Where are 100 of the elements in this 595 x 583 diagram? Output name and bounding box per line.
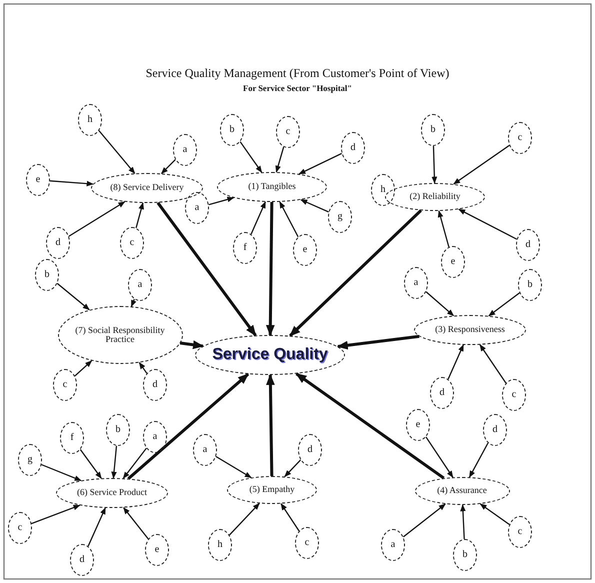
factor-letter: b: [44, 270, 50, 280]
dimension-label: (4) Assurance: [437, 486, 487, 496]
factor-circle: [293, 234, 317, 266]
arrow: [56, 282, 90, 310]
dimension-ellipse: [217, 172, 327, 202]
subtitle: For Service Sector "Hospital": [243, 83, 352, 93]
factor-circle: [483, 414, 507, 446]
arrow: [216, 456, 252, 478]
factor-circle: [516, 229, 540, 261]
factor-circle: [453, 539, 477, 571]
arrow: [279, 201, 299, 238]
factor-circle: [60, 422, 84, 454]
dimension-ellipse: [227, 476, 317, 504]
factor-circle: [441, 246, 465, 278]
factor-circle: [371, 174, 395, 206]
dimension-label: (3) Responsiveness: [435, 325, 505, 335]
arrow: [480, 503, 510, 525]
factor-circle: [298, 434, 322, 466]
factor-circle: [70, 544, 94, 576]
dimension-label: (6) Service Product: [77, 488, 147, 498]
arrow: [111, 446, 118, 479]
factor-letter: d: [56, 238, 60, 248]
factor-circle: [276, 116, 300, 148]
thick-arrow: [289, 209, 422, 337]
factor-circle: [508, 516, 532, 548]
arrow: [98, 130, 136, 174]
thick-arrow: [336, 334, 420, 350]
factor-circle: [173, 134, 197, 166]
factor-letter: a: [194, 202, 200, 214]
factor-letter: b: [116, 424, 120, 436]
dimension-ellipse: [56, 478, 168, 508]
factor-letter: c: [512, 390, 516, 400]
factor-letter: e: [302, 244, 308, 256]
dimension-label: (5) Empathy: [249, 485, 295, 495]
arrow: [240, 141, 262, 173]
factor-letter: a: [202, 444, 208, 456]
factor-circle: [145, 534, 169, 566]
factor-letter: h: [88, 114, 92, 126]
factor-circle: [328, 201, 352, 233]
factor-letter: g: [338, 212, 342, 222]
dimension-label: (1) Tangibles: [248, 182, 296, 192]
factor-circle: [406, 409, 430, 441]
factor-letter: d: [440, 388, 444, 398]
factor-letter: b: [230, 124, 234, 136]
arrow: [138, 362, 148, 374]
thick-arrow: [156, 202, 257, 336]
factor-letter: a: [414, 278, 418, 288]
factor-letter: a: [390, 540, 396, 550]
factor-circle: [128, 269, 152, 301]
factor-circle: [78, 104, 102, 136]
arrow: [41, 464, 82, 482]
arrow: [123, 507, 149, 540]
factor-letter: a: [182, 144, 188, 156]
factor-letter: f: [70, 432, 74, 444]
factor-letter: c: [18, 522, 22, 534]
factor-circle: [404, 267, 428, 299]
arrow: [122, 448, 147, 479]
factor-circle: [193, 434, 217, 466]
factor-circle: [295, 527, 319, 559]
factor-letter: a: [152, 432, 158, 442]
factor-letter: c: [130, 238, 134, 248]
factor-letter: b: [528, 280, 532, 290]
arrow: [458, 208, 518, 240]
factor-circle: [208, 529, 232, 561]
arrow: [453, 144, 510, 184]
factor-letter: c: [62, 380, 68, 390]
factor-circle: [430, 377, 454, 409]
thick-arrow: [296, 372, 445, 480]
arrow: [228, 502, 260, 536]
factor-circle: [106, 414, 130, 446]
factor-circle: [18, 444, 42, 476]
factor-circle: [220, 114, 244, 146]
arrow: [80, 449, 102, 479]
arrow: [130, 298, 136, 308]
factor-letter: d: [152, 380, 158, 390]
arrow: [298, 152, 342, 174]
factor-letter: d: [526, 240, 530, 250]
arrow: [68, 201, 126, 237]
factor-letter: c: [304, 538, 310, 548]
factor-letter: e: [36, 174, 40, 186]
factor-circle: [233, 232, 257, 264]
central-ellipse: [195, 335, 345, 375]
factor-letter: a: [138, 280, 142, 290]
dimension-label: (2) Reliability: [410, 192, 460, 202]
factor-letter: h: [218, 540, 222, 550]
factor-letter: c: [518, 526, 522, 538]
dimension-ellipse: [91, 173, 203, 203]
factor-letter: b: [430, 124, 436, 136]
factor-letter: g: [28, 454, 32, 466]
factor-letter: c: [518, 132, 522, 144]
factor-circle: [53, 369, 77, 401]
factor-letter: f: [243, 242, 247, 254]
arrow: [250, 201, 266, 234]
dimension-label: (7) Social Responsibility Practice: [74, 326, 166, 344]
arrow: [280, 503, 300, 532]
arrow: [425, 436, 454, 478]
dimension-ellipse: [414, 315, 526, 345]
thick-arrow: [180, 340, 204, 350]
thick-arrow: [266, 374, 275, 476]
arrow: [50, 180, 94, 186]
